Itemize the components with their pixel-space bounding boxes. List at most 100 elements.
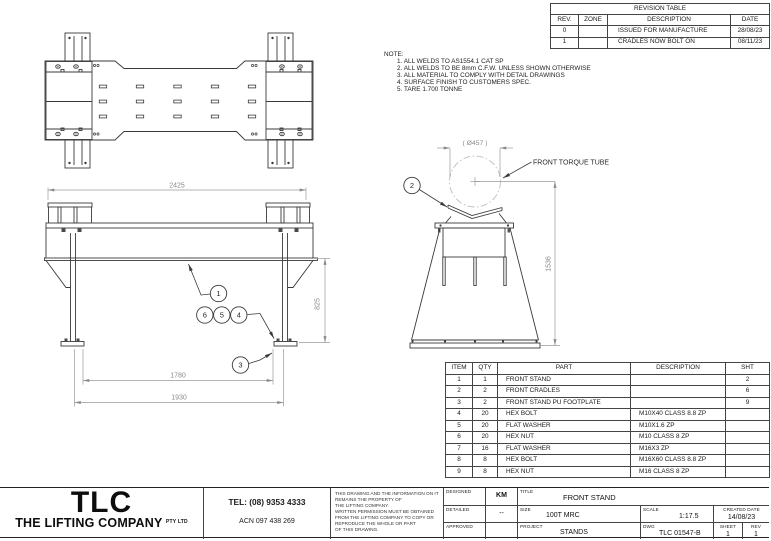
contact-cell: TEL: (08) 9353 4333 ACN 097 438 269 xyxy=(203,488,330,539)
title-cell: TITLE FRONT STAND xyxy=(517,488,769,505)
scale-value: 1:17.5 xyxy=(679,513,699,520)
part-name: FRONT CRADLES xyxy=(497,385,631,398)
item-no: 6 xyxy=(445,431,473,444)
company-suffix: PTY LTD xyxy=(166,519,188,525)
item-col-header: ITEM xyxy=(445,362,473,375)
designed-label-cell: DESIGNED xyxy=(443,488,485,505)
created-date-cell: CREATED DATE 14/08/23 xyxy=(713,505,769,522)
part-description: M16X3 ZP xyxy=(630,442,726,455)
note-item: 1. ALL WELDS TO AS1554.1 CAT SP xyxy=(397,58,504,66)
sht-no xyxy=(725,419,770,432)
project-value: STANDS xyxy=(560,529,588,536)
front-view-dimensions xyxy=(47,187,330,407)
date-col-header: DATE xyxy=(729,14,771,27)
part-description xyxy=(630,396,726,409)
rev-label: REV xyxy=(751,524,761,529)
zone-col-header: ZONE xyxy=(578,14,608,27)
dim-feet-span: 1930 xyxy=(171,395,187,402)
description-col-header: DESCRIPTION xyxy=(607,14,731,27)
detailed-label-cell: DETAILED xyxy=(443,505,485,522)
sht-no xyxy=(725,408,770,421)
rev-cell: REV 1 xyxy=(742,522,769,539)
legal-line: FROM THE LIFTING COMPANY TO COPY OR xyxy=(335,514,434,520)
sht-no: 6 xyxy=(725,385,770,398)
drawing-title: FRONT STAND xyxy=(563,492,616,502)
designed-label: DESIGNED xyxy=(446,489,472,494)
project-cell: PROJECT STANDS xyxy=(517,522,640,539)
part-description xyxy=(630,385,726,398)
note-item: 2. ALL WELDS TO BE 8mm C.F.W. UNLESS SHO… xyxy=(397,65,591,73)
company-logo: TLC xyxy=(70,488,133,519)
part-description: M16 CLASS 8 ZP xyxy=(630,465,726,478)
revision-description: ISSUED FOR MANUFACTURE xyxy=(607,25,731,38)
rev-value: 0 xyxy=(550,25,579,38)
item-no: 1 xyxy=(445,373,473,386)
item-no: 9 xyxy=(445,465,473,478)
qty: 8 xyxy=(472,454,498,467)
legal-line: OF THIS DRAWING. xyxy=(335,526,379,532)
part-description: M16X60 CLASS 8.8 ZP xyxy=(630,454,726,467)
part-description: M10X1.6 ZP xyxy=(630,419,726,432)
approved-label-cell: APPROVED xyxy=(443,522,485,539)
sht-no: 2 xyxy=(725,373,770,386)
qty: 20 xyxy=(472,419,498,432)
legal-line: WRITTEN PERMISSION MUST BE OBTAINED xyxy=(335,508,435,514)
balloon-6: 6 xyxy=(203,311,207,320)
dim-front-height: 825 xyxy=(315,298,322,310)
balloons xyxy=(196,176,421,374)
sht-no xyxy=(725,465,770,478)
revision-date: 08/11/23 xyxy=(729,36,771,49)
balloon-3: 3 xyxy=(238,361,242,370)
sheet-number: 1 xyxy=(726,531,730,538)
balloon-5: 5 xyxy=(220,311,224,320)
qty: 2 xyxy=(472,396,498,409)
front-torque-tube-label: FRONT TORQUE TUBE xyxy=(533,160,609,167)
size-value: 100T MRC xyxy=(546,512,580,519)
part-name: FLAT WASHER xyxy=(497,419,631,432)
sht-no xyxy=(725,454,770,467)
title-block: TLC THE LIFTING COMPANY PTY LTD TEL: (08… xyxy=(0,487,769,539)
balloon-4: 4 xyxy=(237,311,241,320)
size-cell: SIZE 100T MRC xyxy=(517,505,640,522)
part-name: FRONT STAND PU FOOTPLATE xyxy=(497,396,631,409)
qty: 20 xyxy=(472,431,498,444)
note-item: 3. ALL MATERIAL TO COMPLY WITH DETAIL DR… xyxy=(397,72,565,80)
dim-tube-dia: ( Ø457 ) xyxy=(463,140,488,147)
part-name: HEX BOLT xyxy=(497,454,631,467)
rev-col-header: REV. xyxy=(550,14,579,27)
item-no: 7 xyxy=(445,442,473,455)
zone-value xyxy=(578,25,608,38)
legal-line: THIS DRAWING AND THE INFORMATION ON IT xyxy=(335,490,439,496)
front-view xyxy=(44,202,318,347)
revision-date: 28/08/23 xyxy=(729,25,771,38)
qty: 20 xyxy=(472,408,498,421)
note-item: 5. TARE 1.700 TONNE xyxy=(397,86,463,94)
balloon-2: 2 xyxy=(410,181,414,190)
legal-line: REMAINS THE PROPERTY OF xyxy=(335,496,402,502)
plate-slots xyxy=(98,84,257,119)
item-no: 8 xyxy=(445,454,473,467)
sht-col-header: SHT xyxy=(725,362,770,375)
qty: 16 xyxy=(472,442,498,455)
sheet-cell: SHEET 1 xyxy=(713,522,742,539)
dwg-cell: DWG TLC 01547-B xyxy=(640,522,713,539)
size-label: SIZE xyxy=(520,507,531,512)
part-name: FLAT WASHER xyxy=(497,442,631,455)
phone-number: TEL: (08) 9353 4333 xyxy=(228,497,306,507)
part-description xyxy=(630,373,726,386)
sht-no xyxy=(725,431,770,444)
qty: 2 xyxy=(472,385,498,398)
revision-table: REVISION TABLE REV. ZONE DESCRIPTION DAT… xyxy=(549,2,771,49)
created-date-label: CREATED DATE xyxy=(723,507,760,512)
top-view xyxy=(44,32,314,169)
part-name: FRONT STAND xyxy=(497,373,631,386)
item-no: 5 xyxy=(445,419,473,432)
